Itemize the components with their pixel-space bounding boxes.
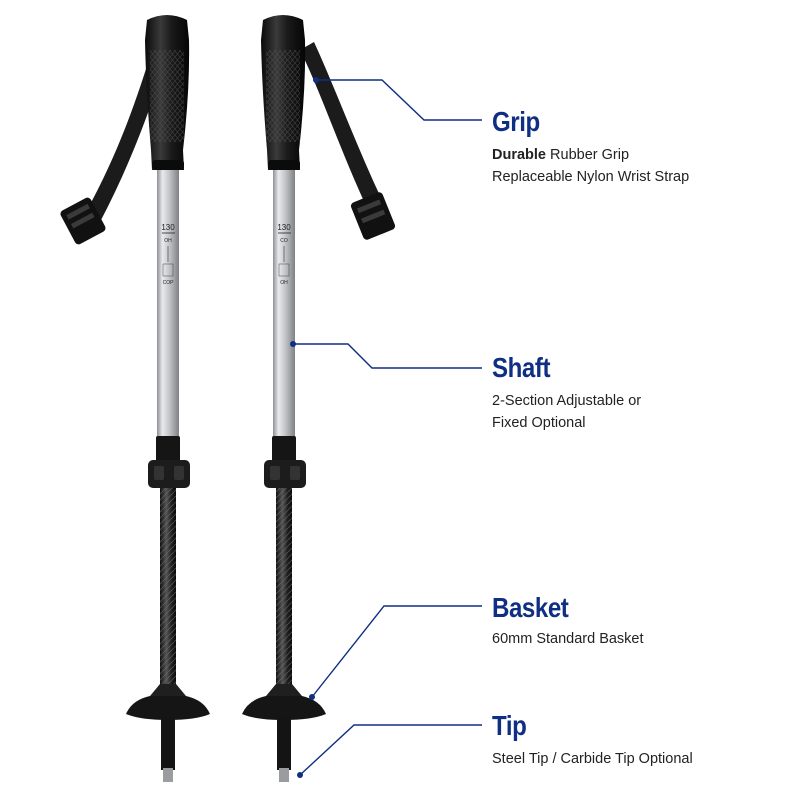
wrist-strap-left	[86, 50, 166, 222]
svg-text:CO: CO	[280, 238, 288, 244]
basket-title: Basket	[492, 592, 569, 623]
shaft-line-2: Fixed Optional	[492, 415, 586, 431]
grip-line-2: Replaceable Nylon Wrist Strap	[492, 169, 690, 185]
grip-leader-line	[318, 79, 482, 121]
tip-ferrule-right	[277, 718, 291, 770]
svg-text:OH: OH	[164, 238, 172, 244]
wrist-strap-right	[300, 42, 382, 210]
svg-text:OH: OH	[280, 280, 288, 286]
shaft-line-1: 2-Section Adjustable or	[492, 393, 642, 409]
upper-shaft-left	[157, 170, 179, 440]
shaft-callout: Shaft 2-Section Adjustable or Fixed Opti…	[492, 352, 641, 434]
trekking-pole-right: 130 CO OH	[242, 15, 396, 782]
trekking-pole-left: 130 OH COP	[60, 15, 210, 782]
tip-callout: Tip Steel Tip / Carbide Tip Optional	[492, 710, 693, 770]
tip-title: Tip	[492, 710, 527, 741]
steel-tip-left	[163, 768, 173, 782]
tip-line-1: Steel Tip / Carbide Tip Optional	[492, 751, 693, 767]
grip-title: Grip	[492, 106, 540, 137]
grip-line-1: Durable Rubber Grip	[492, 147, 630, 163]
basket-line-1: 60mm Standard Basket	[492, 631, 644, 647]
basket-leader-line	[311, 605, 482, 698]
svg-text:COP: COP	[163, 280, 175, 286]
shaft-title: Shaft	[492, 352, 551, 383]
length-mark-left: 130	[161, 223, 175, 232]
tip-ferrule-left	[161, 718, 175, 770]
length-mark-right: 130	[277, 223, 291, 232]
basket-callout: Basket 60mm Standard Basket	[492, 592, 644, 650]
lock-collar-right	[272, 436, 296, 466]
callout-leaders	[294, 79, 482, 776]
tip-leader-line	[299, 724, 482, 776]
grip-callout: Grip Durable Rubber Grip Replaceable Nyl…	[492, 106, 689, 188]
basket-left	[126, 696, 210, 720]
steel-tip-right	[279, 768, 289, 782]
leader-dots	[290, 77, 319, 778]
upper-shaft-right	[273, 170, 295, 440]
shaft-leader-line	[294, 343, 482, 369]
lock-collar-left	[156, 436, 180, 466]
basket-right	[242, 696, 326, 720]
